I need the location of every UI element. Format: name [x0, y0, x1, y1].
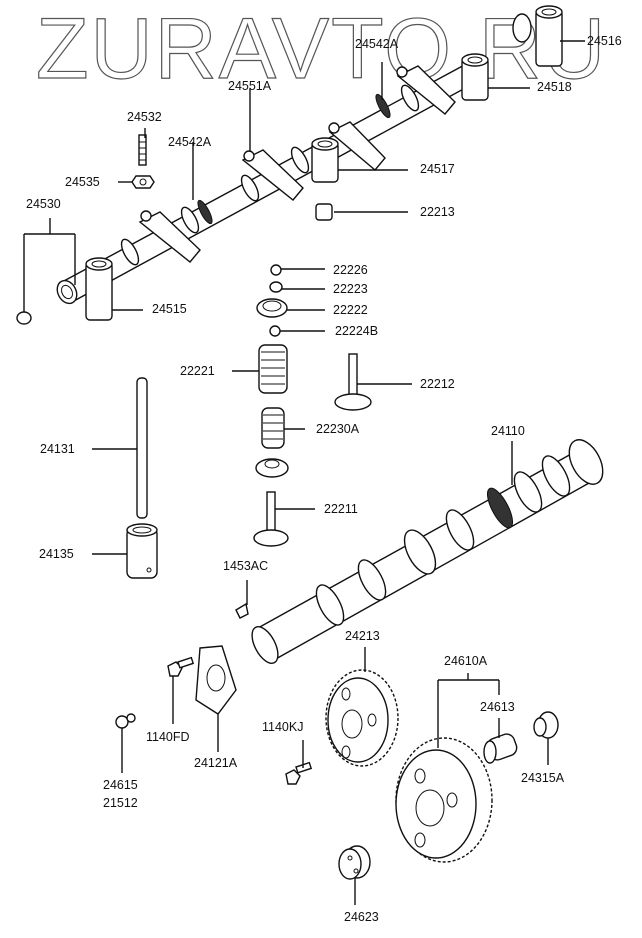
label-22223[interactable]: 22223 — [333, 282, 368, 296]
cap-22213[interactable] — [315, 203, 333, 221]
label-24213[interactable]: 24213 — [345, 629, 380, 643]
label-24121A[interactable]: 24121A — [194, 756, 238, 770]
valve-group — [253, 264, 372, 547]
label-22213[interactable]: 22213 — [420, 205, 455, 219]
label-24551A[interactable]: 24551A — [228, 79, 272, 93]
support-24515[interactable] — [85, 261, 113, 321]
outer-spring-22221[interactable] — [258, 344, 288, 394]
label-22230A[interactable]: 22230A — [316, 422, 360, 436]
retainer-22222[interactable] — [256, 298, 288, 318]
label-24315A[interactable]: 24315A — [521, 771, 565, 785]
label-24530[interactable]: 24530 — [26, 197, 61, 211]
end-clip — [512, 13, 532, 43]
inner-spring-22230A[interactable] — [261, 407, 285, 449]
label-24542A-mid[interactable]: 24542A — [168, 135, 212, 149]
label-24515[interactable]: 24515 — [152, 302, 187, 316]
drive-gear-teeth — [486, 487, 514, 529]
label-24532[interactable]: 24532 — [127, 110, 162, 124]
label-24542A-top[interactable]: 24542A — [355, 37, 399, 51]
push-rod-24131[interactable] — [136, 377, 148, 519]
part-labels: 24516 24542A 24518 24551A 24532 24542A 2… — [26, 34, 622, 924]
label-1140FD[interactable]: 1140FD — [146, 730, 190, 744]
thrust-plate-24121A[interactable] — [195, 645, 237, 715]
label-22221[interactable]: 22221 — [180, 364, 215, 378]
valve-22211[interactable] — [253, 491, 289, 547]
label-1140KJ[interactable]: 1140KJ — [262, 720, 303, 734]
valve-22212[interactable] — [334, 353, 372, 411]
label-22226[interactable]: 22226 — [333, 263, 368, 277]
rocker-arm-3[interactable] — [328, 121, 386, 171]
rocker-arm-2[interactable] — [241, 149, 304, 201]
cotter-22226[interactable] — [270, 264, 282, 276]
label-24516[interactable]: 24516 — [587, 34, 622, 48]
label-24615[interactable]: 24615 — [103, 778, 138, 792]
watermark-text: ZURAVTO.RU — [36, 1, 607, 97]
label-24613[interactable]: 24613 — [480, 700, 515, 714]
rocker-shaft-end — [56, 279, 78, 305]
label-22211[interactable]: 22211 — [324, 502, 358, 516]
thrust-plate-group — [115, 645, 313, 785]
bolt-24315A[interactable] — [533, 711, 559, 739]
bolt-1140KJ[interactable] — [285, 761, 313, 785]
label-24610A[interactable]: 24610A — [444, 654, 488, 668]
key-1453AC[interactable] — [235, 602, 249, 619]
bolt-1140FD[interactable] — [167, 656, 195, 677]
gear-24610A[interactable] — [395, 737, 493, 863]
label-24110[interactable]: 24110 — [491, 424, 525, 438]
adjust-screw-24532[interactable] — [138, 134, 147, 166]
leader-lines — [23, 40, 585, 905]
label-21512[interactable]: 21512 — [103, 796, 138, 810]
plug-24530[interactable] — [16, 311, 32, 325]
gear-24213[interactable] — [325, 669, 399, 767]
label-24131[interactable]: 24131 — [40, 442, 75, 456]
plate-24623[interactable] — [338, 845, 371, 880]
pushrod-group — [126, 377, 158, 579]
rocker-arm-4[interactable] — [396, 65, 456, 115]
label-22222[interactable]: 22222 — [333, 303, 368, 317]
cotter-22223[interactable] — [269, 281, 283, 293]
rocker-arm-1[interactable] — [138, 211, 201, 263]
label-24135[interactable]: 24135 — [39, 547, 74, 561]
nut-24535[interactable] — [131, 175, 155, 189]
label-24623[interactable]: 24623 — [344, 910, 379, 924]
rocker-shaft-assembly — [16, 5, 563, 325]
seal-22224B[interactable] — [269, 325, 281, 337]
label-24518[interactable]: 24518 — [537, 80, 572, 94]
label-24535[interactable]: 24535 — [65, 175, 100, 189]
label-1453AC[interactable]: 1453AC — [223, 559, 268, 573]
bushing-24613[interactable] — [483, 732, 519, 764]
camshaft-group — [235, 439, 604, 664]
label-24517[interactable]: 24517 — [420, 162, 455, 176]
label-22224B[interactable]: 22224B — [335, 324, 378, 338]
bolt-24615[interactable] — [115, 713, 136, 729]
label-22212[interactable]: 22212 — [420, 377, 455, 391]
